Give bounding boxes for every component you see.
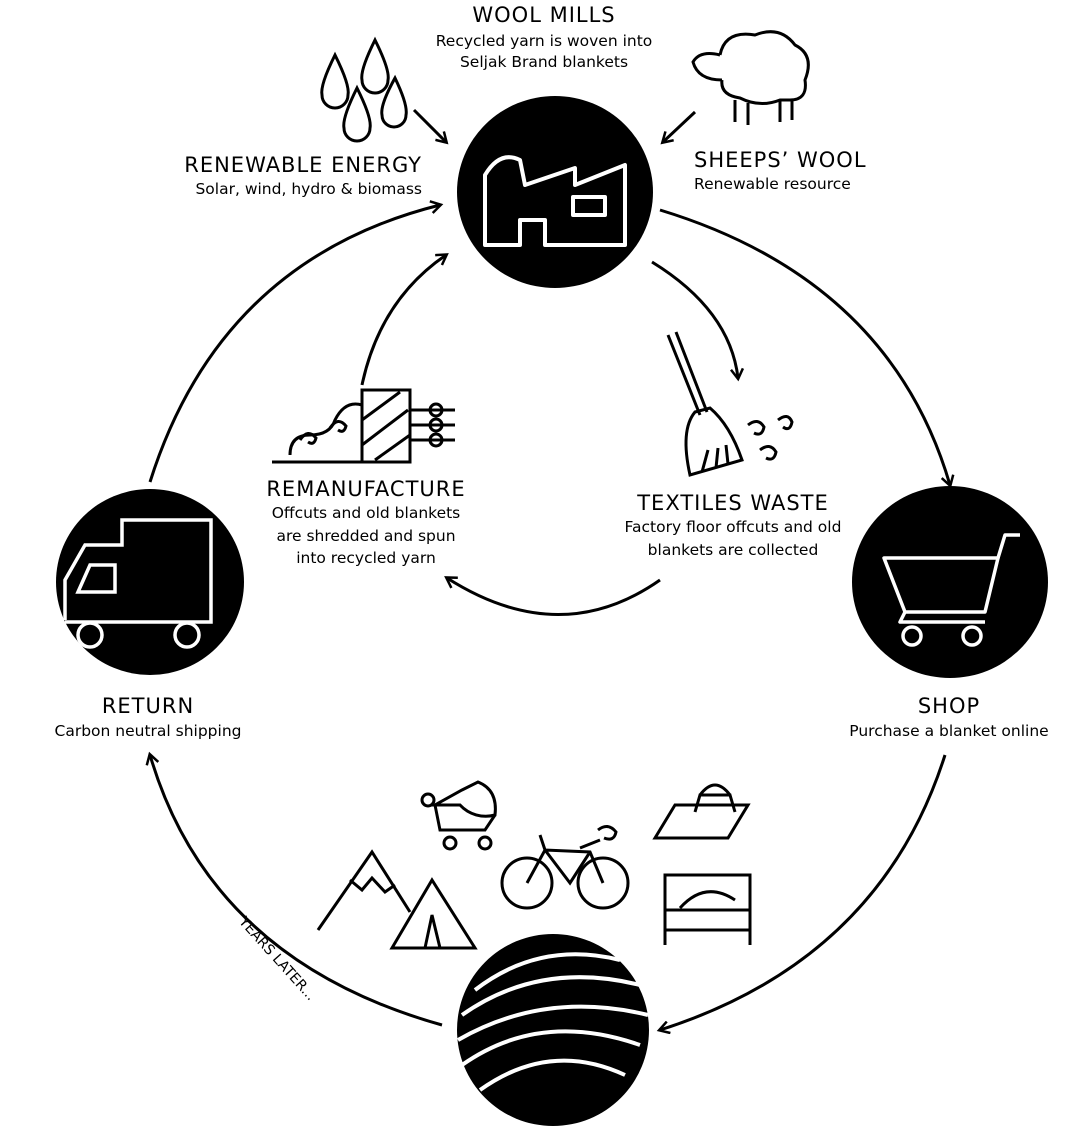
- pram-icon: [420, 780, 497, 851]
- arrow-mills-to-waste: [651, 260, 738, 378]
- arrow-yarn-to-return: [150, 755, 443, 1027]
- return-line-1: Carbon neutral shipping: [54, 722, 242, 740]
- wool-mills-title: WOOL MILLS: [472, 3, 616, 27]
- remanufacture-line-2: are shredded and spun: [276, 527, 456, 545]
- mountain-tent-icon: [316, 849, 478, 950]
- arrow-sheep-to-mills: [663, 110, 697, 142]
- textiles-waste-title: TEXTILES WASTE: [637, 491, 829, 515]
- rain-drops-icon: [320, 36, 408, 143]
- sheeps-wool-line-1: Renewable resource: [694, 175, 851, 193]
- return-title: RETURN: [101, 694, 195, 718]
- remanufacture-line-3: into recycled yarn: [296, 549, 436, 567]
- arrow-waste-to-remanufacture: [447, 578, 661, 616]
- shop-line-1: Purchase a blanket online: [849, 722, 1049, 740]
- broom-icon: [666, 331, 794, 477]
- picnic-icon: [652, 783, 751, 840]
- arrow-mills-to-shop: [659, 208, 950, 485]
- sheep-icon: [691, 30, 810, 125]
- remanufacture-title: REMANUFACTURE: [266, 477, 466, 501]
- textiles-waste-line-1: Factory floor offcuts and old: [624, 518, 842, 536]
- yarn-ball-icon: [457, 952, 649, 1092]
- wool-mills-line-1: Recycled yarn is woven into: [435, 32, 653, 50]
- arrow-drops-to-mills: [412, 108, 446, 142]
- factory-icon: [483, 155, 627, 247]
- shredder-icon: [272, 388, 455, 464]
- sheeps-wool-title: SHEEPS’ WOOL: [694, 148, 867, 172]
- arrow-return-to-mills: [148, 205, 440, 483]
- arrow-shop-to-yarn: [660, 754, 947, 1030]
- remanufacture-line-1: Offcuts and old blankets: [271, 504, 461, 522]
- shop-circle: [852, 486, 1048, 678]
- renewable-energy-title: RENEWABLE ENERGY: [184, 153, 422, 177]
- wool-mills-line-2: Seljak Brand blankets: [459, 53, 629, 71]
- arrow-remanufacture-to-mills: [360, 255, 446, 386]
- factory-circle: [457, 96, 653, 288]
- truck-icon: [63, 518, 213, 649]
- textiles-waste-line-2: blankets are collected: [647, 541, 819, 559]
- renewable-energy-line-1: Solar, wind, hydro & biomass: [195, 180, 422, 198]
- shop-title: SHOP: [917, 694, 981, 718]
- shopping-cart-icon: [882, 533, 1020, 647]
- bed-icon: [663, 873, 752, 945]
- bicycle-icon: [500, 825, 630, 910]
